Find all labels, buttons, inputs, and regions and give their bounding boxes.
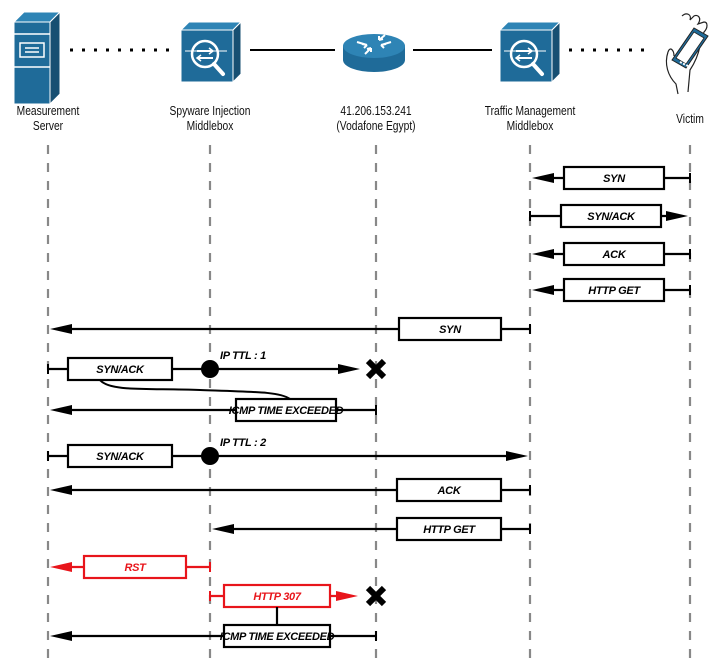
node-label-victim: Victim: [676, 112, 704, 126]
arrowhead-icon: [50, 405, 72, 415]
message-label: ACK: [602, 249, 627, 261]
message-label: RST: [124, 562, 147, 574]
message-3: ACK: [532, 241, 691, 267]
message-label: SYN/ACK: [96, 364, 145, 376]
message-6: SYN/ACK IP TTL : 1: [47, 350, 387, 382]
arrowhead-icon: [50, 562, 72, 572]
arrowhead-icon: [50, 631, 72, 641]
dropped-x-icon: [365, 585, 387, 607]
arrowhead-icon: [336, 591, 358, 601]
message-label: SYN: [439, 324, 462, 336]
arrowhead-icon: [338, 364, 360, 374]
message-10: HTTP GET: [212, 516, 531, 542]
spyware-middlebox-icon: [179, 20, 243, 84]
message-11: RST: [50, 554, 211, 580]
message-12: HTTP 307: [209, 583, 387, 609]
message-label-box: [82, 554, 188, 580]
node-label-traffic: Traffic Management Middlebox: [484, 104, 576, 133]
message-label: SYN: [603, 173, 626, 185]
message-5: SYN: [50, 316, 531, 342]
ttl-marker-dot-icon: [201, 447, 219, 465]
arrowhead-icon: [666, 211, 688, 221]
arrowhead-icon: [506, 451, 528, 461]
message-label-box: [395, 477, 503, 503]
node-label-spyware: Spyware Injection Middlebox: [169, 104, 251, 133]
message-4: HTTP GET: [532, 277, 691, 303]
node-label-server: Measurement Server: [16, 104, 80, 133]
message-7: ICMP TIME EXCEEDED: [50, 397, 377, 423]
message-label: HTTP GET: [423, 524, 476, 536]
ttl-annotation: IP TTL : 1: [220, 350, 266, 362]
message-label-box: [559, 203, 663, 229]
message-13: ICMP TIME EXCEEDED: [50, 623, 377, 649]
arrowhead-icon: [532, 285, 554, 295]
message-label: ICMP TIME EXCEEDED: [229, 405, 344, 417]
arrowhead-icon: [212, 524, 234, 534]
message-label-box: [66, 356, 174, 382]
traffic-middlebox-icon: [498, 20, 562, 84]
arrowhead-icon: [50, 324, 72, 334]
arrowhead-icon: [532, 249, 554, 259]
x-stroke: [365, 358, 387, 380]
server-icon: [12, 10, 62, 106]
message-label: SYN/ACK: [587, 211, 636, 223]
mobile-device-icon: [665, 13, 709, 95]
message-label: HTTP 307: [253, 591, 302, 603]
message-label-box: [395, 516, 503, 542]
ttl-annotation: IP TTL : 2: [220, 437, 266, 449]
messages: SYN SYN/ACK ACK HTTP GET SYN SYN/ACK IP TTL : …: [47, 165, 691, 649]
dropped-x-icon: [365, 358, 387, 380]
message-label: SYN/ACK: [96, 451, 145, 463]
arrowhead-icon: [50, 485, 72, 495]
ttl-marker-dot-icon: [201, 360, 219, 378]
message-label: ICMP TIME EXCEEDED: [220, 631, 335, 643]
message-label-box: [562, 277, 666, 303]
x-stroke: [365, 585, 387, 607]
router-icon: [343, 34, 405, 72]
message-2: SYN/ACK: [529, 203, 688, 229]
message-label-box: [234, 397, 338, 423]
arrowhead-icon: [532, 173, 554, 183]
message-label: ACK: [437, 485, 462, 497]
causal-connector: [99, 379, 291, 400]
message-label-box: [562, 165, 666, 191]
node-label-router: 41.206.153.241 (Vodafone Egypt): [336, 104, 416, 133]
message-1: SYN: [532, 165, 691, 191]
message-8: SYN/ACK IP TTL : 2: [47, 437, 528, 469]
message-label: HTTP GET: [588, 285, 641, 297]
lifelines: [46, 145, 692, 662]
message-label-box: [562, 241, 666, 267]
message-9: ACK: [50, 477, 531, 503]
message-label-box: [397, 316, 503, 342]
message-label-box: [66, 443, 174, 469]
